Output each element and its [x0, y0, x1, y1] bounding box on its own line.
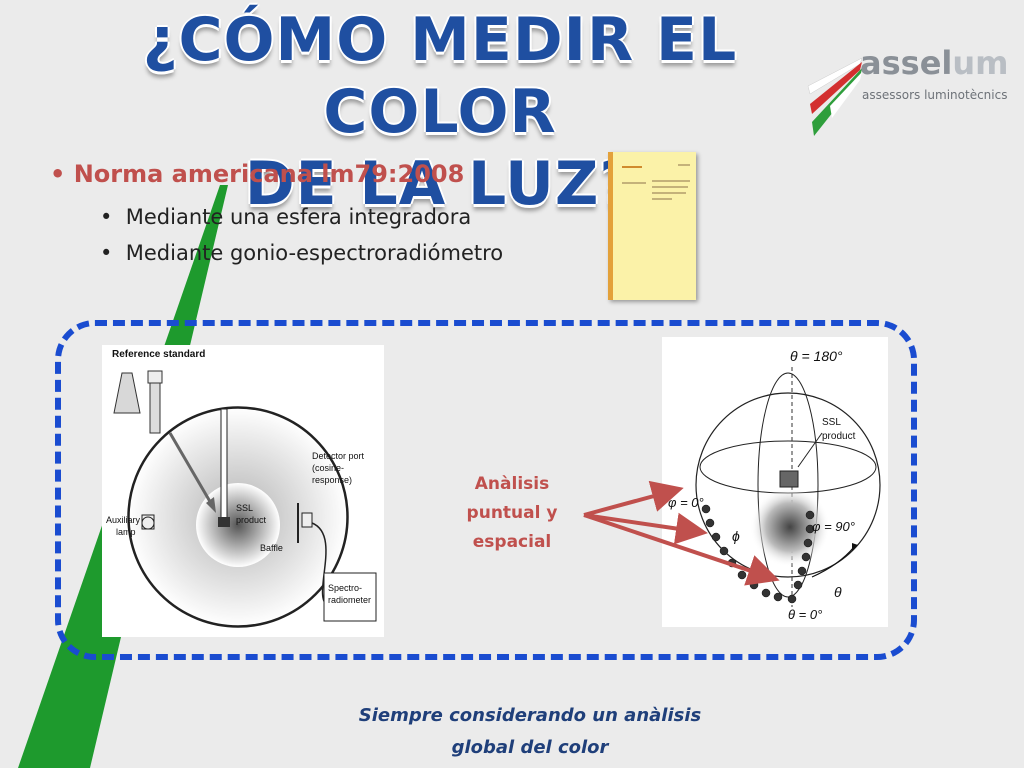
phi-90-label: φ = 90°: [812, 519, 855, 534]
auxiliary-lamp-label-1: Auxiliary: [106, 515, 141, 525]
footer-line-2: global del color: [451, 737, 609, 758]
baffle-label: Baffle: [260, 543, 283, 553]
auxiliary-lamp-label-2: lamp: [116, 527, 136, 537]
theta-label: θ: [834, 584, 842, 600]
dashed-frame: [55, 320, 917, 660]
ssl-product-label-1: SSL: [822, 417, 841, 428]
bullet-dot: •: [50, 160, 74, 188]
title-line-2: de la luz?: [244, 149, 636, 219]
footer-note: Siempre considerando un anàlisis global …: [340, 700, 720, 764]
logo-name-accent: um: [952, 44, 1009, 82]
page-title: ¿Cómo medir el color de la luz?: [60, 4, 820, 220]
goniometer-sphere-diagram: θ = 180° SSL product φ = 0° ϕ φ = 90° θ …: [662, 337, 888, 627]
title-line-1: ¿Cómo medir el color: [142, 5, 738, 147]
ssl-product-label-1: SSL: [236, 503, 253, 513]
analysis-label: Anàlisis puntual y espacial: [452, 470, 572, 557]
ssl-product-label-2: product: [236, 515, 267, 525]
analysis-line-1: Anàlisis: [474, 474, 550, 494]
detector-port-label-2: (cosine-: [312, 463, 344, 473]
analysis-line-3: espacial: [472, 532, 552, 552]
logo-subtitle: assessors luminotècnics: [862, 88, 1008, 102]
analysis-line-2: puntual y: [466, 503, 558, 523]
integrating-sphere-diagram: Reference standard Detector port (cosine…: [102, 345, 384, 637]
reference-standard-label: Reference standard: [112, 349, 205, 360]
detector-port-label-1: Detector port: [312, 451, 365, 461]
sub-bullet-1: • Mediante una esfera integradora: [100, 205, 471, 229]
logo-name: asselum: [860, 44, 1008, 82]
spectro-label-2: radiometer: [328, 595, 371, 605]
footer-line-1: Siempre considerando un anàlisis: [358, 705, 702, 726]
theta-0-label: θ = 0°: [788, 607, 822, 622]
sub-bullet-text: Mediante una esfera integradora: [125, 205, 472, 229]
phi-label: ϕ: [732, 528, 740, 544]
theta-180-label: θ = 180°: [790, 348, 843, 364]
detector-port-label-3: response): [312, 475, 352, 485]
phi-0-label: φ = 0°: [668, 495, 704, 510]
logo-name-main: assel: [860, 44, 953, 82]
asselum-logo-icon: [807, 57, 863, 136]
lm79-standard-cover-image: [608, 152, 696, 300]
main-bullet-text: Norma americana lm79:2008: [73, 160, 465, 188]
spectro-label-1: Spectro-: [328, 583, 362, 593]
ssl-product-label-2: product: [822, 431, 856, 442]
bullet-dot: •: [100, 241, 126, 265]
bullet-dot: •: [100, 205, 126, 229]
sub-bullet-2: • Mediante gonio-espectroradiómetro: [100, 241, 503, 265]
main-bullet: • Norma americana lm79:2008: [50, 160, 464, 188]
sub-bullet-text: Mediante gonio-espectroradiómetro: [125, 241, 504, 265]
